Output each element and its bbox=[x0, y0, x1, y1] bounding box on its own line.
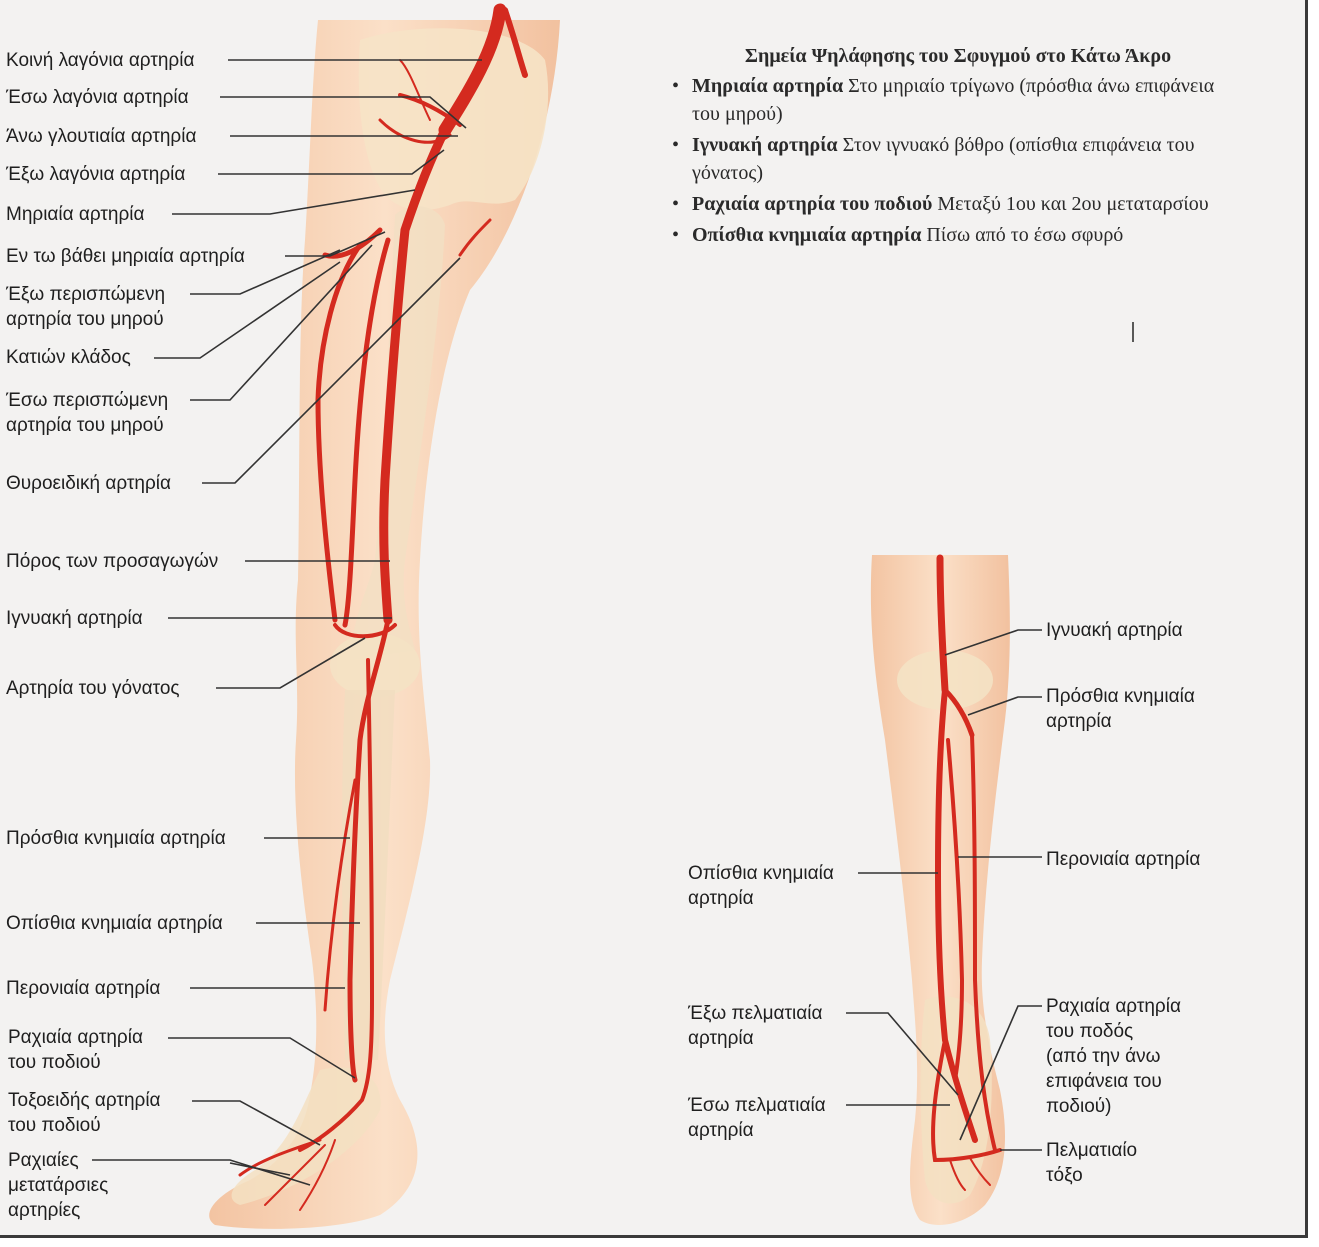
bullet-icon: • bbox=[672, 134, 680, 156]
pulse-points-box: Σημεία Ψηλάφησης του Σφυγμού στο Κάτω Άκ… bbox=[668, 42, 1228, 252]
label-peroneal-right: Περονιαία αρτηρία bbox=[1046, 849, 1201, 870]
label-genicular: Αρτηρία του γόνατος bbox=[6, 678, 180, 699]
label-deep-femoral: Εν τω βάθει μηριαία αρτηρία bbox=[6, 246, 245, 267]
label-posterior-tibial-right: Οπίσθια κνημιαία αρτηρία bbox=[688, 863, 834, 909]
pulse-item: • Οπίσθια κνημιαία αρτηρία Πίσω από το έσ… bbox=[672, 221, 1228, 249]
label-posterior-tibial: Οπίσθια κνημιαία αρτηρία bbox=[6, 913, 223, 934]
label-dorsal-metatarsal: Ραχιαίες μετατάρσιες αρτηρίες bbox=[8, 1150, 109, 1221]
pulse-item-name: Μηριαία αρτηρία bbox=[692, 75, 844, 97]
label-peroneal: Περονιαία αρτηρία bbox=[6, 978, 161, 999]
label-internal-iliac: Έσω λαγόνια αρτηρία bbox=[6, 87, 189, 108]
label-superior-gluteal: Άνω γλουτιαία αρτηρία bbox=[6, 126, 197, 147]
bullet-icon: • bbox=[672, 75, 680, 97]
pulse-points-list: • Μηριαία αρτηρία Στο μηριαίο τρίγωνο (πρ… bbox=[668, 72, 1228, 249]
right-foot-bones bbox=[920, 996, 992, 1204]
label-arcuate: Τοξοειδής αρτηρία του ποδιού bbox=[8, 1090, 161, 1136]
left-leader-lines bbox=[92, 59, 482, 1186]
pulse-item-desc: Στον ιγνυακό βόθρο (οπίσθια επιφάνεια το… bbox=[692, 134, 1195, 184]
bullet-icon: • bbox=[672, 224, 680, 246]
right-leg-arteries bbox=[931, 554, 1002, 1191]
left-leg-arteries bbox=[238, 3, 528, 1211]
bullet-icon: • bbox=[672, 193, 680, 215]
label-descending-branch: Κατιών κλάδος bbox=[6, 347, 131, 368]
label-common-iliac: Κοινή λαγόνια αρτηρία bbox=[6, 50, 195, 71]
pulse-item: • Μηριαία αρτηρία Στο μηριαίο τρίγωνο (πρ… bbox=[672, 72, 1228, 128]
pulse-item-desc: Μεταξύ 1ου και 2ου μεταταρσίου bbox=[932, 193, 1209, 215]
pulse-item-name: Οπίσθια κνημιαία αρτηρία bbox=[692, 224, 922, 246]
anatomy-illustration bbox=[92, 3, 1134, 1229]
label-obturator: Θυροειδική αρτηρία bbox=[6, 473, 171, 494]
label-dorsalis-pedis: Ραχιαία αρτηρία του ποδιού bbox=[8, 1027, 143, 1073]
pulse-item-desc: Στο μηριαίο τρίγωνο (πρόσθια άνω επιφάνε… bbox=[692, 75, 1215, 125]
label-dorsalis-pedis-right: Ραχιαία αρτηρία του ποδός (από την άνω ε… bbox=[1046, 996, 1181, 1117]
label-adductor-canal: Πόρος των προσαγωγών bbox=[6, 551, 219, 572]
label-lateral-plantar: Έξω πελματιαία αρτηρία bbox=[688, 1003, 823, 1049]
pulse-item: • Ιγνυακή αρτηρία Στον ιγνυακό βόθρο (οπί… bbox=[672, 131, 1228, 187]
label-popliteal-right: Ιγνυακή αρτηρία bbox=[1046, 620, 1183, 641]
label-lateral-circumflex: Έξω περισπώμενη αρτηρία του μηρού bbox=[6, 284, 166, 330]
pulse-item-name: Ραχιαία αρτηρία του ποδιού bbox=[692, 193, 933, 215]
label-medial-plantar: Έσω πελματιαία αρτηρία bbox=[688, 1095, 826, 1141]
pulse-points-title: Σημεία Ψηλάφησης του Σφυγμού στο Κάτω Άκ… bbox=[744, 45, 1172, 67]
right-leader-lines bbox=[846, 322, 1134, 1151]
label-popliteal: Ιγνυακή αρτηρία bbox=[6, 608, 143, 629]
label-anterior-tibial-right: Πρόσθια κνημιαία αρτηρία bbox=[1046, 686, 1195, 732]
label-plantar-arch: Πελματιαίο τόξο bbox=[1046, 1140, 1138, 1186]
label-femoral: Μηριαία αρτηρία bbox=[6, 204, 145, 225]
pulse-item-name: Ιγνυακή αρτηρία bbox=[692, 134, 838, 156]
femur-bone bbox=[350, 206, 445, 661]
pulse-item: • Ραχιαία αρτηρία του ποδιού Μεταξύ 1ου κ… bbox=[672, 190, 1228, 218]
label-anterior-tibial: Πρόσθια κνημιαία αρτηρία bbox=[6, 828, 226, 849]
label-external-iliac: Έξω λαγόνια αρτηρία bbox=[6, 164, 186, 185]
pulse-item-desc: Πίσω από το έσω σφυρό bbox=[921, 224, 1124, 246]
label-medial-circumflex: Έσω περισπώμενη αρτηρία του μηρού bbox=[6, 390, 169, 436]
